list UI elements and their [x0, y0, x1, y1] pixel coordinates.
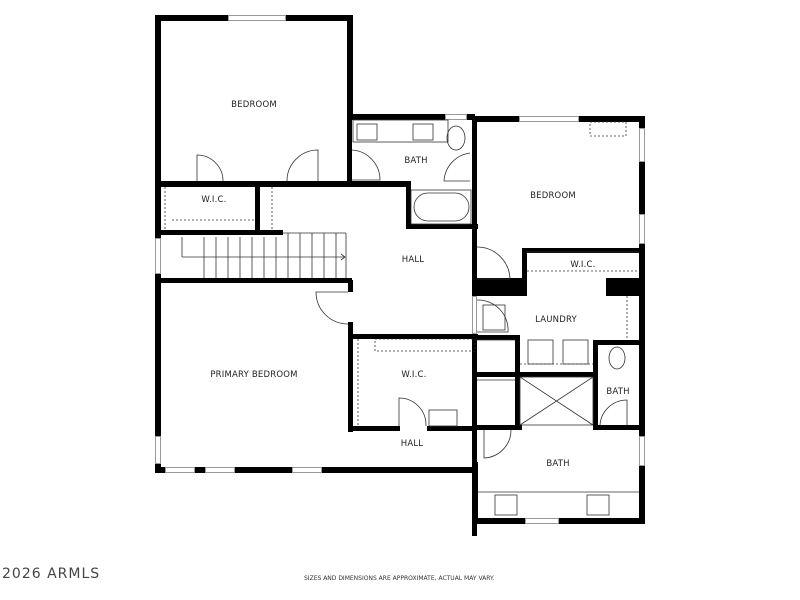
wall: [155, 181, 411, 187]
wall: [406, 181, 411, 229]
window: [155, 238, 161, 274]
window: [639, 128, 645, 162]
wall: [522, 248, 645, 253]
room-label-bath-1: BATH: [404, 156, 428, 166]
wall: [427, 426, 477, 431]
wall: [472, 335, 520, 340]
window: [519, 116, 579, 122]
room-label-bath-2: BATH: [606, 387, 630, 397]
wall: [347, 114, 475, 120]
wall: [347, 15, 353, 120]
room-label-hall-1: HALL: [401, 255, 425, 265]
room-label-primary-bedroom: PRIMARY BEDROOM: [210, 370, 298, 380]
wall: [472, 462, 478, 524]
window: [472, 296, 477, 334]
wall: [406, 224, 478, 229]
disclaimer-text: SIZES AND DIMENSIONS ARE APPROXIMATE, AC…: [304, 575, 495, 582]
wall: [348, 322, 353, 432]
copyright-text: 2026 ARMLS: [2, 566, 101, 582]
wall: [255, 181, 260, 233]
wall: [593, 425, 645, 430]
wall: [350, 426, 400, 431]
wall: [347, 114, 352, 184]
room-label-laundry: LAUNDRY: [535, 315, 577, 325]
window: [525, 518, 559, 524]
wall: [522, 248, 527, 280]
wall: [348, 280, 353, 292]
window: [639, 436, 645, 466]
wall: [515, 335, 520, 430]
window: [639, 214, 645, 244]
window: [445, 114, 467, 120]
wall: [472, 372, 597, 377]
room-label-hall-2: HALL: [400, 439, 424, 449]
room-label-wic-2: W.I.C.: [570, 260, 596, 270]
window: [205, 467, 235, 473]
wall: [593, 340, 645, 345]
room-label-wic-1: W.I.C.: [201, 195, 227, 205]
room-label-bedroom-2: BEDROOM: [530, 191, 576, 201]
room-label-bath-3: BATH: [546, 459, 570, 469]
wall: [472, 278, 527, 296]
wall: [350, 334, 478, 339]
room-label-bedroom-1: BEDROOM: [231, 100, 277, 110]
window: [165, 467, 195, 473]
window: [228, 15, 286, 21]
room-label-wic-3: W.I.C.: [401, 370, 427, 380]
window: [292, 467, 322, 473]
window: [155, 436, 161, 464]
wall: [606, 278, 645, 296]
wall: [639, 116, 645, 524]
wall: [593, 340, 598, 430]
wall: [155, 230, 283, 235]
wall: [472, 425, 522, 430]
wall: [155, 278, 352, 283]
